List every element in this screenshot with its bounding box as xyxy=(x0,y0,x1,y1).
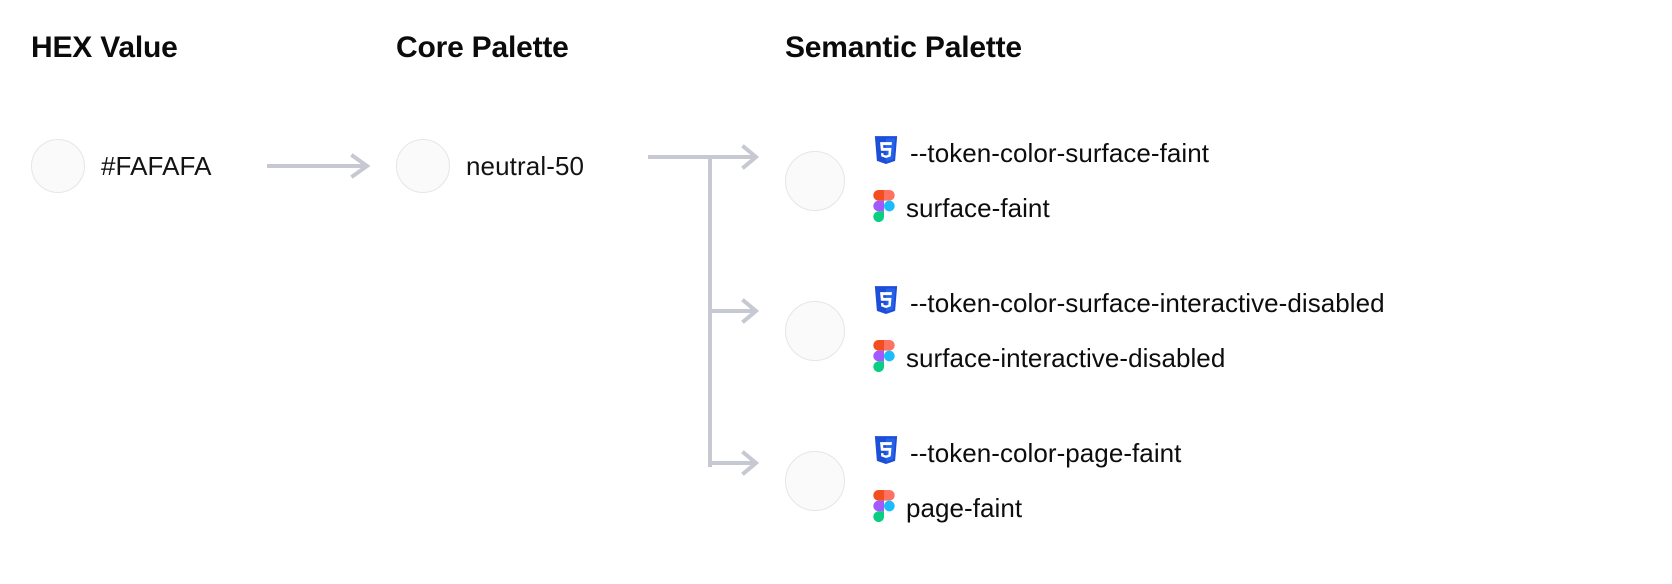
figma-token-name: surface-faint xyxy=(906,193,1050,223)
css3-icon xyxy=(873,285,899,321)
css-token-name: --token-color-surface-interactive-disabl… xyxy=(910,288,1385,318)
core-palette-label: neutral-50 xyxy=(466,150,585,181)
semantic-token-labels: --token-color-surface-faint surface-fain… xyxy=(873,135,1210,227)
tree-connector-core-to-semantic xyxy=(646,140,778,480)
arrow-right-icon xyxy=(265,153,371,179)
semantic-palette-list: --token-color-surface-faint surface-fain… xyxy=(785,106,1665,556)
figma-token-line: page-faint xyxy=(873,489,1181,527)
css3-icon xyxy=(873,135,899,171)
figma-icon xyxy=(873,489,895,527)
css-token-line: --token-color-surface-interactive-disabl… xyxy=(873,285,1385,321)
color-swatch-hex xyxy=(31,139,85,193)
css-token-name: --token-color-page-faint xyxy=(910,438,1182,468)
semantic-token-labels: --token-color-surface-interactive-disabl… xyxy=(873,285,1385,377)
color-swatch-semantic xyxy=(785,451,845,511)
hex-value-node: #FAFAFA xyxy=(31,139,212,193)
semantic-token-labels: --token-color-page-faint page-faint xyxy=(873,435,1182,527)
figma-token-name: surface-interactive-disabled xyxy=(906,343,1226,373)
css-token-name: --token-color-surface-faint xyxy=(910,138,1210,168)
color-swatch-semantic xyxy=(785,151,845,211)
column-headers: HEX Value Core Palette Semantic Palette xyxy=(0,0,1672,90)
hex-value-label: #FAFAFA xyxy=(101,150,212,181)
column-header-core-palette: Core Palette xyxy=(396,31,569,64)
figma-icon xyxy=(873,189,895,227)
semantic-token-row: --token-color-surface-faint surface-fain… xyxy=(785,106,1665,256)
arrow-hex-to-core xyxy=(265,152,375,180)
color-swatch-core xyxy=(396,139,450,193)
semantic-token-row: --token-color-page-faint page-faint xyxy=(785,406,1665,556)
css-token-line: --token-color-page-faint xyxy=(873,435,1182,471)
css3-icon xyxy=(873,435,899,471)
figma-icon xyxy=(873,339,895,377)
color-swatch-semantic xyxy=(785,301,845,361)
semantic-token-row: --token-color-surface-interactive-disabl… xyxy=(785,256,1665,406)
column-header-semantic-palette: Semantic Palette xyxy=(785,31,1022,64)
css-token-line: --token-color-surface-faint xyxy=(873,135,1210,171)
column-header-hex-value: HEX Value xyxy=(31,31,178,64)
branch-connector-icon xyxy=(646,144,760,476)
figma-token-name: page-faint xyxy=(906,493,1023,523)
figma-token-line: surface-interactive-disabled xyxy=(873,339,1385,377)
core-palette-node: neutral-50 xyxy=(396,139,584,193)
figma-token-line: surface-faint xyxy=(873,189,1209,227)
